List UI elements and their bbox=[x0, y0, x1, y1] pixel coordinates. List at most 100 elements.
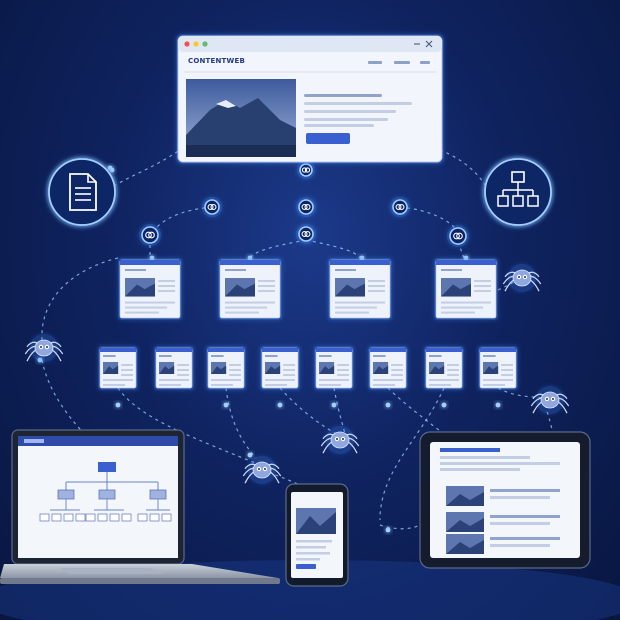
spider-pupil bbox=[518, 276, 520, 278]
glow-dot bbox=[223, 402, 229, 408]
card-title-line bbox=[159, 355, 172, 357]
card-title-line bbox=[335, 269, 356, 271]
level2-page-card bbox=[260, 346, 300, 390]
card-text-line bbox=[483, 384, 505, 386]
card-text-line bbox=[474, 290, 491, 292]
card-mountain bbox=[159, 365, 175, 374]
link-node-ring bbox=[392, 199, 408, 215]
browser-titlebar bbox=[178, 36, 442, 52]
link-icon bbox=[395, 204, 402, 211]
link-icon bbox=[145, 231, 152, 239]
level2-page-card bbox=[206, 346, 246, 390]
window-close-dot bbox=[184, 41, 190, 47]
card-text-line bbox=[368, 290, 385, 292]
text-line bbox=[304, 94, 382, 97]
link-node bbox=[296, 224, 316, 244]
card-text-line bbox=[501, 369, 513, 371]
sitemap-node bbox=[497, 195, 509, 207]
tablet-mountain bbox=[446, 540, 484, 554]
spider-pupil bbox=[40, 346, 42, 348]
level2-page-card bbox=[98, 346, 138, 390]
card-mountain bbox=[125, 283, 155, 297]
crawl-path bbox=[41, 257, 119, 341]
link-node-ring bbox=[298, 226, 314, 242]
card-text-line bbox=[229, 374, 241, 376]
spider-body bbox=[252, 461, 272, 479]
card-text-line bbox=[265, 384, 287, 386]
card-text-line bbox=[159, 379, 189, 381]
crawl-path bbox=[333, 387, 346, 437]
card-text-line bbox=[177, 374, 189, 376]
card-text-line bbox=[441, 311, 475, 314]
laptop-logo bbox=[24, 439, 44, 443]
nav-link bbox=[420, 61, 430, 64]
crawl-path bbox=[279, 387, 341, 437]
card-text-line bbox=[391, 369, 403, 371]
level1-page-card bbox=[218, 258, 282, 320]
link-icon bbox=[301, 231, 308, 238]
card-text-line bbox=[447, 374, 459, 376]
spider-pupil bbox=[258, 468, 260, 470]
tablet-mountain bbox=[446, 492, 484, 506]
card-text-line bbox=[501, 364, 513, 366]
card-text-line bbox=[429, 379, 459, 381]
link-node-ring bbox=[298, 199, 314, 215]
card-text-line bbox=[125, 306, 167, 309]
document-fold bbox=[87, 174, 96, 183]
link-node-ring bbox=[299, 163, 313, 177]
link-icon bbox=[304, 231, 311, 238]
card-title-line bbox=[125, 269, 146, 271]
sitemap-node bbox=[527, 195, 539, 207]
phone-text-line bbox=[296, 558, 320, 561]
card-title-line bbox=[225, 269, 246, 271]
card-text-line bbox=[258, 280, 275, 282]
nav-link bbox=[368, 61, 382, 64]
level2-page-card bbox=[424, 346, 464, 390]
card-header bbox=[100, 348, 136, 352]
card-text-line bbox=[258, 290, 275, 292]
text-line bbox=[304, 102, 412, 105]
sitemap-leaf bbox=[121, 513, 132, 522]
card-text-line bbox=[319, 384, 341, 386]
tablet-text-line bbox=[440, 462, 560, 465]
card-text-line bbox=[337, 364, 349, 366]
card-title-line bbox=[429, 355, 442, 357]
spider-body bbox=[34, 339, 54, 357]
card-header bbox=[370, 348, 406, 352]
card-header bbox=[156, 348, 192, 352]
level2-page-card bbox=[314, 346, 354, 390]
card-header bbox=[480, 348, 516, 352]
card-text-line bbox=[474, 280, 491, 282]
document-badge bbox=[46, 156, 118, 228]
tablet-text-line bbox=[490, 537, 560, 540]
snow-cap bbox=[216, 100, 236, 108]
card-text-line bbox=[121, 364, 133, 366]
card-header bbox=[436, 260, 496, 265]
card-text-line bbox=[335, 306, 377, 309]
glow-dot bbox=[385, 527, 391, 533]
card-text-line bbox=[211, 384, 233, 386]
phone-text-line bbox=[296, 552, 330, 555]
card-title-line bbox=[441, 269, 462, 271]
cta-button bbox=[306, 133, 350, 144]
card-text-line bbox=[177, 369, 189, 371]
sitemap-leaf bbox=[161, 513, 172, 522]
glow-dot bbox=[247, 452, 253, 458]
card-text-line bbox=[121, 374, 133, 376]
text-line bbox=[304, 110, 396, 113]
spider-bot bbox=[502, 264, 542, 292]
tablet-text-line bbox=[440, 468, 520, 471]
card-mountain bbox=[265, 365, 281, 374]
card-text-line bbox=[337, 374, 349, 376]
link-icon bbox=[304, 204, 311, 211]
card-mountain bbox=[429, 365, 445, 374]
phone-text-line bbox=[296, 546, 326, 549]
level2-page-card bbox=[154, 346, 194, 390]
link-node-ring bbox=[204, 199, 220, 215]
link-icon bbox=[301, 167, 308, 173]
card-mountain bbox=[373, 365, 389, 374]
card-text-line bbox=[125, 301, 175, 304]
card-mountain bbox=[335, 283, 365, 297]
card-text-line bbox=[337, 369, 349, 371]
card-text-line bbox=[265, 379, 295, 381]
